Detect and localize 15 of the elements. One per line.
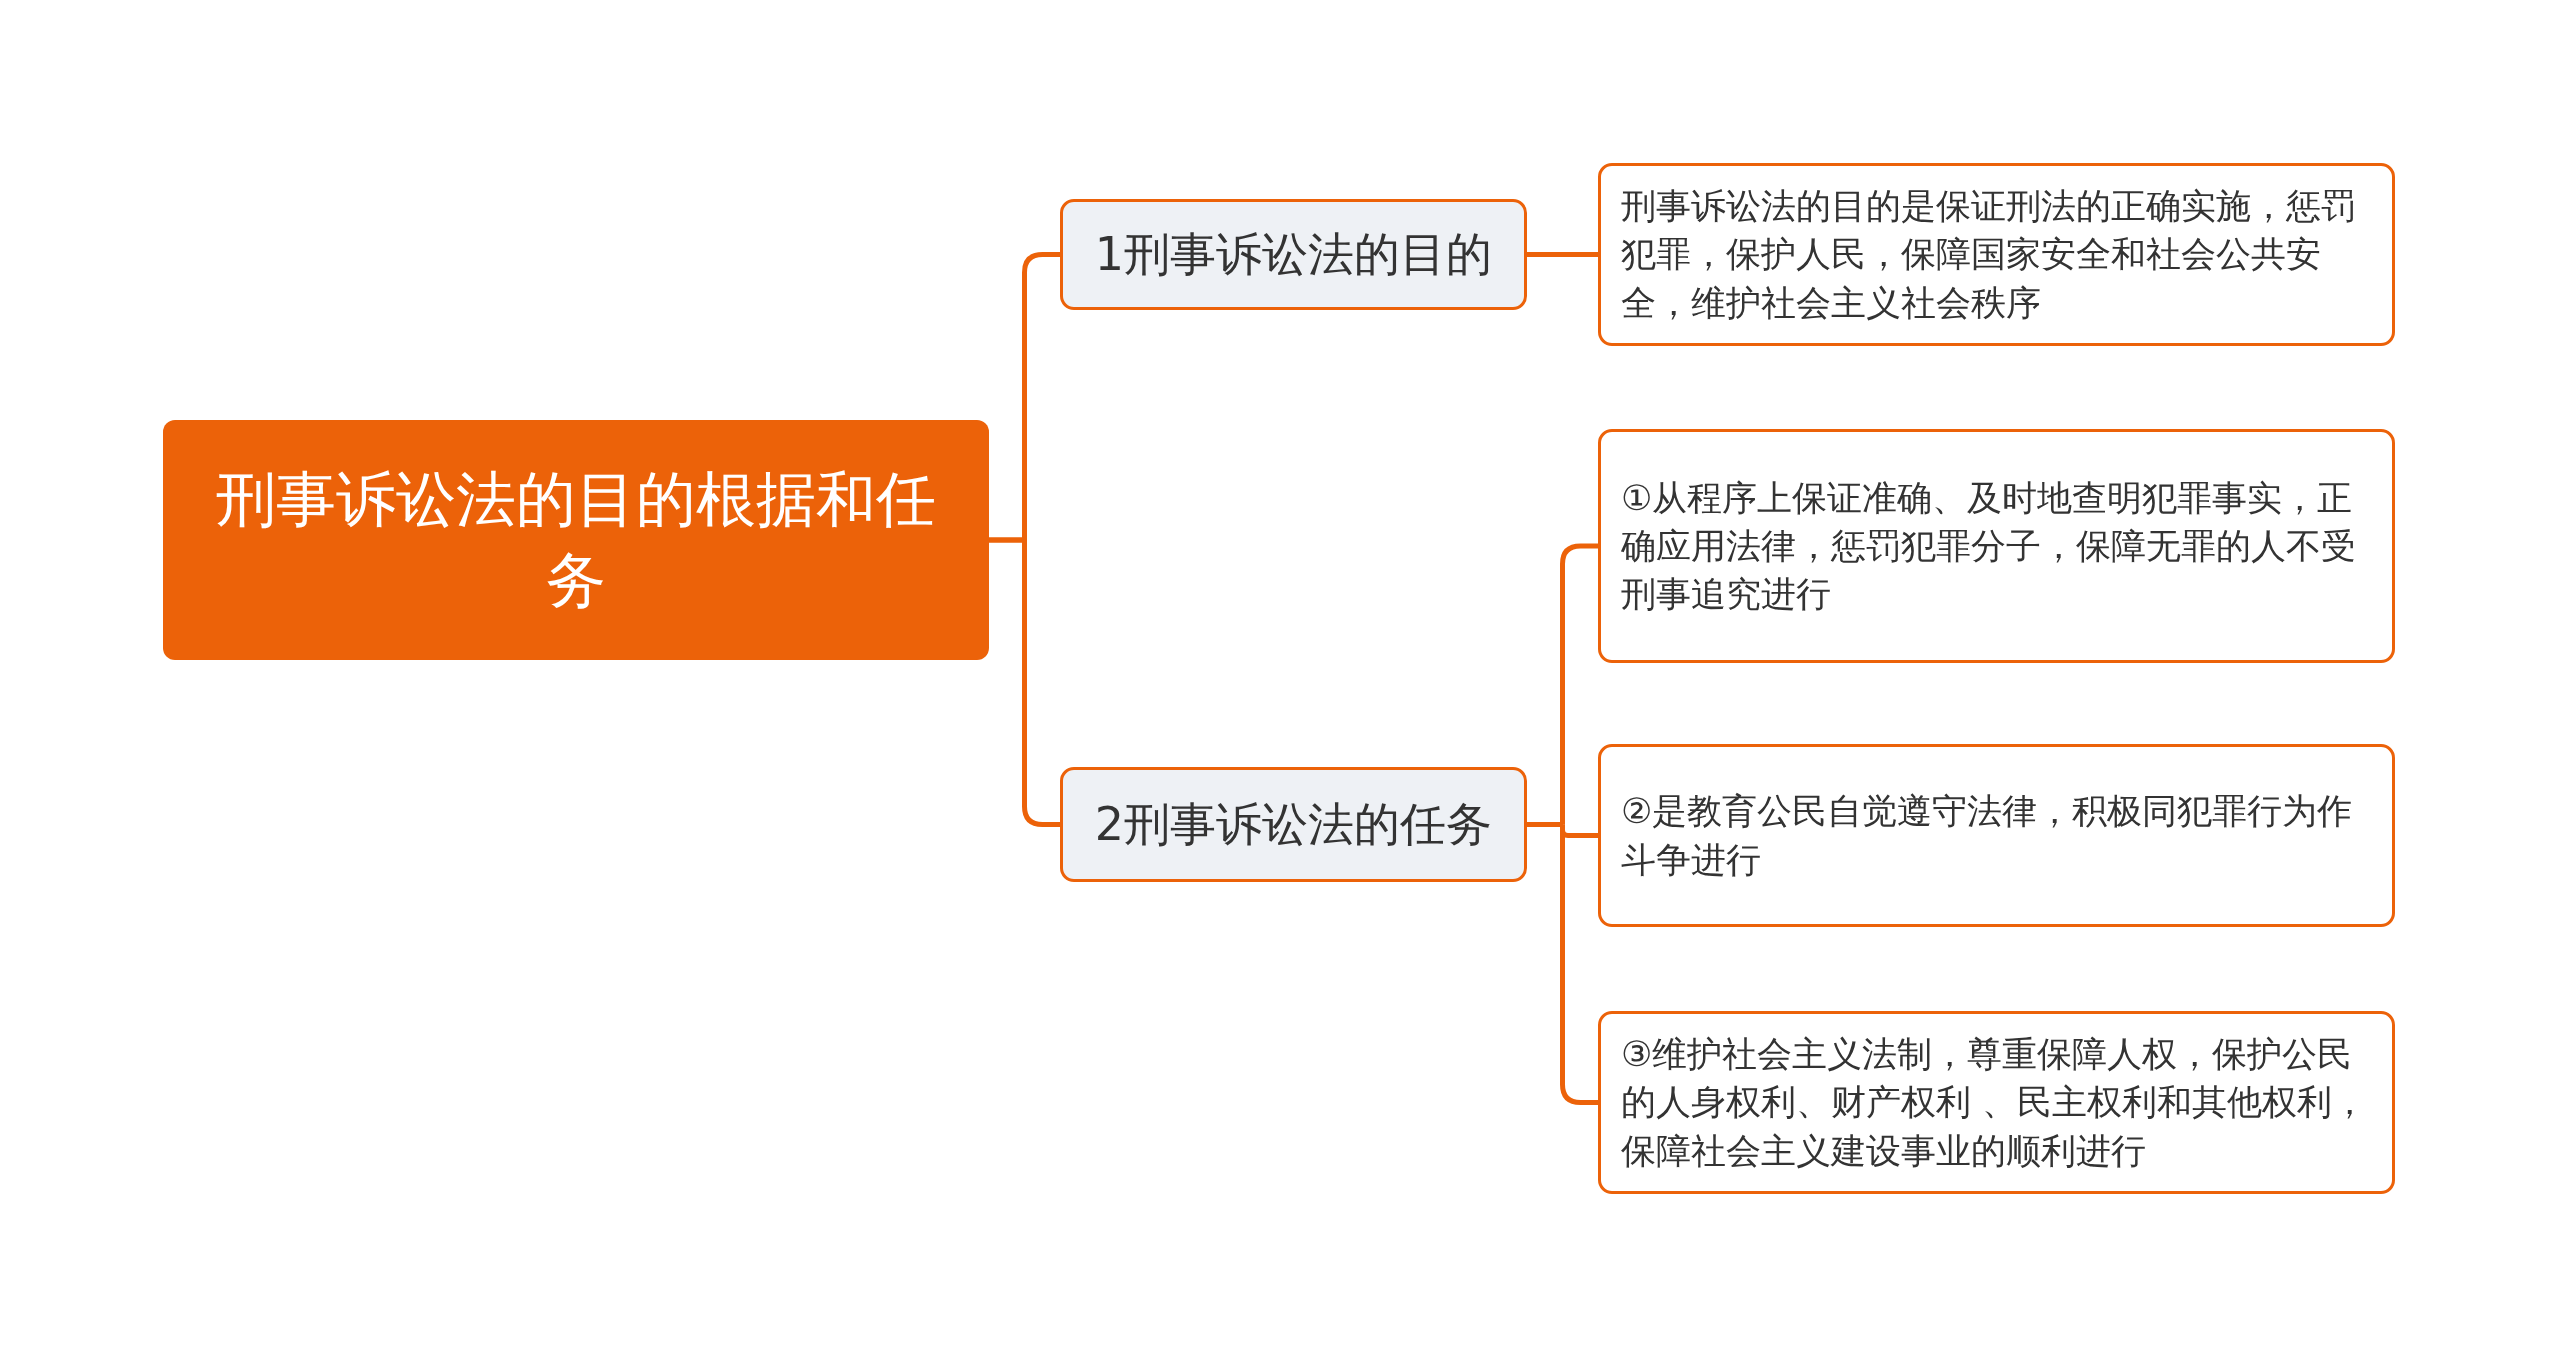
topic-box <box>1060 199 1527 310</box>
text-box <box>1598 1011 2395 1194</box>
text-box <box>1598 429 2395 663</box>
node-text: 刑事诉讼法的目的根据和任务 <box>215 463 937 617</box>
topic-box <box>1060 767 1527 882</box>
text-box <box>1598 744 2395 927</box>
node-text: ③维护社会主义法制，尊重保障人权，保护公民的人身权利、财产权利 、民主权利和其他权利，保障社会主义建设事业的顺利进行 <box>1621 1033 2369 1173</box>
node-text: 1刑事诉讼法的目的 <box>1094 225 1493 283</box>
node-text: 2刑事诉讼法的任务 <box>1094 795 1493 853</box>
node-text: ②是教育公民自觉遵守法律，积极同犯罪行为作斗争进行 <box>1621 790 2354 882</box>
root-topic-box <box>163 420 989 660</box>
node-text: 刑事诉讼法的目的是保证刑法的正确实施，惩罚犯罪，保护人民，保障国家安全和社会公共安全，维护社会主义社会秩序 <box>1621 185 2357 325</box>
connector-line <box>1527 252 1598 257</box>
text-box <box>1598 163 2395 346</box>
node-text: ①从程序上保证准确、及时地查明犯罪事实，正确应用法律，惩罚犯罪分子，保障无罪的人不受刑事追究进行 <box>1621 476 2357 617</box>
